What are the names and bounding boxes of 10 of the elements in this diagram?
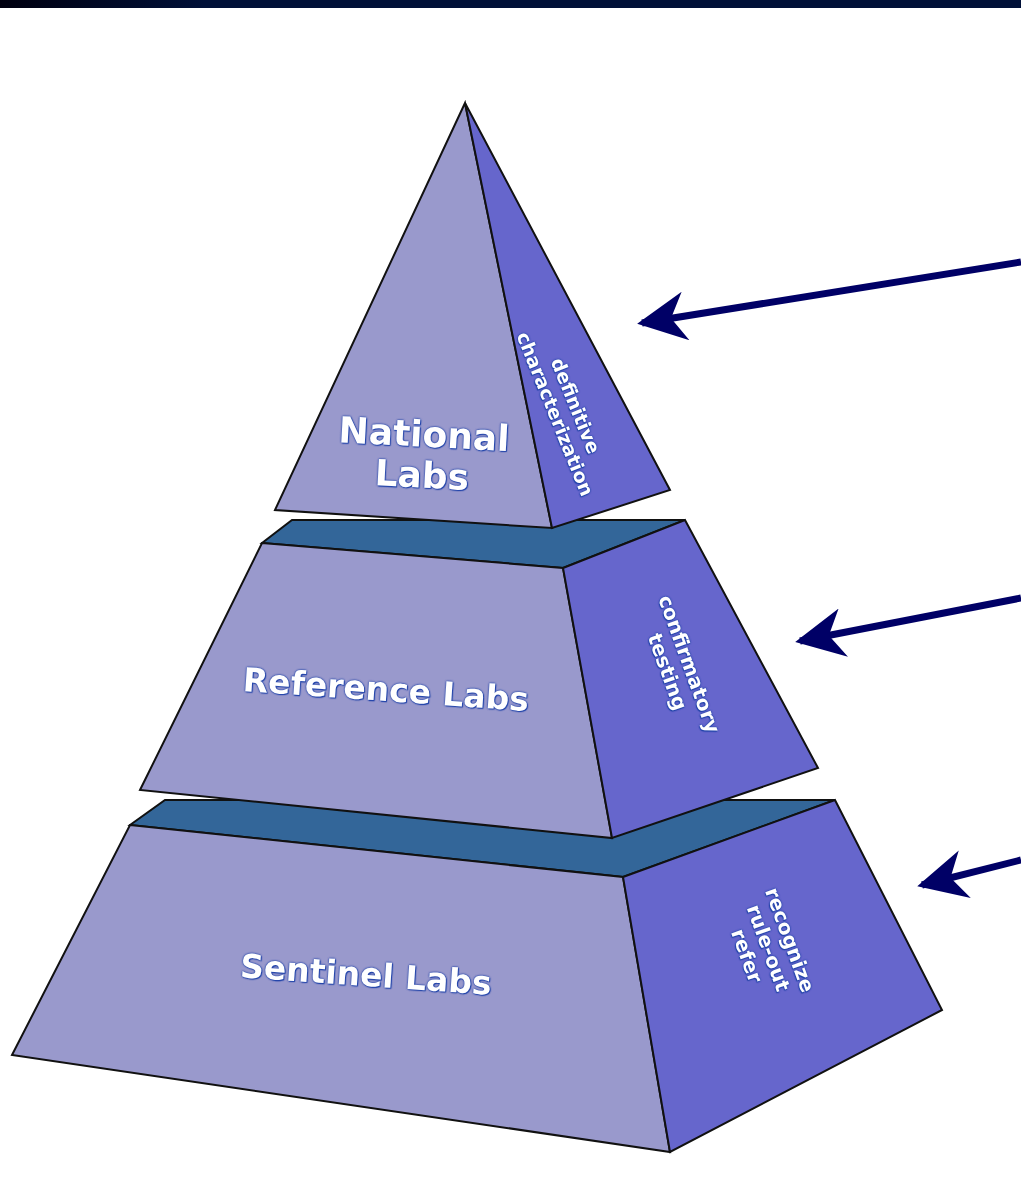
pyramid-front-face [12,825,670,1152]
tier-label: Sentinel Labs [238,945,495,1005]
pyramid-front-face [140,543,612,838]
arrow [917,850,1021,898]
arrow [795,594,1021,657]
pyramid-side-face [623,800,942,1152]
tier-label: National Labs [336,408,512,501]
arrow [637,258,1021,341]
pyramid-side-face [563,520,818,838]
tier-label: Reference Labs [240,659,532,721]
